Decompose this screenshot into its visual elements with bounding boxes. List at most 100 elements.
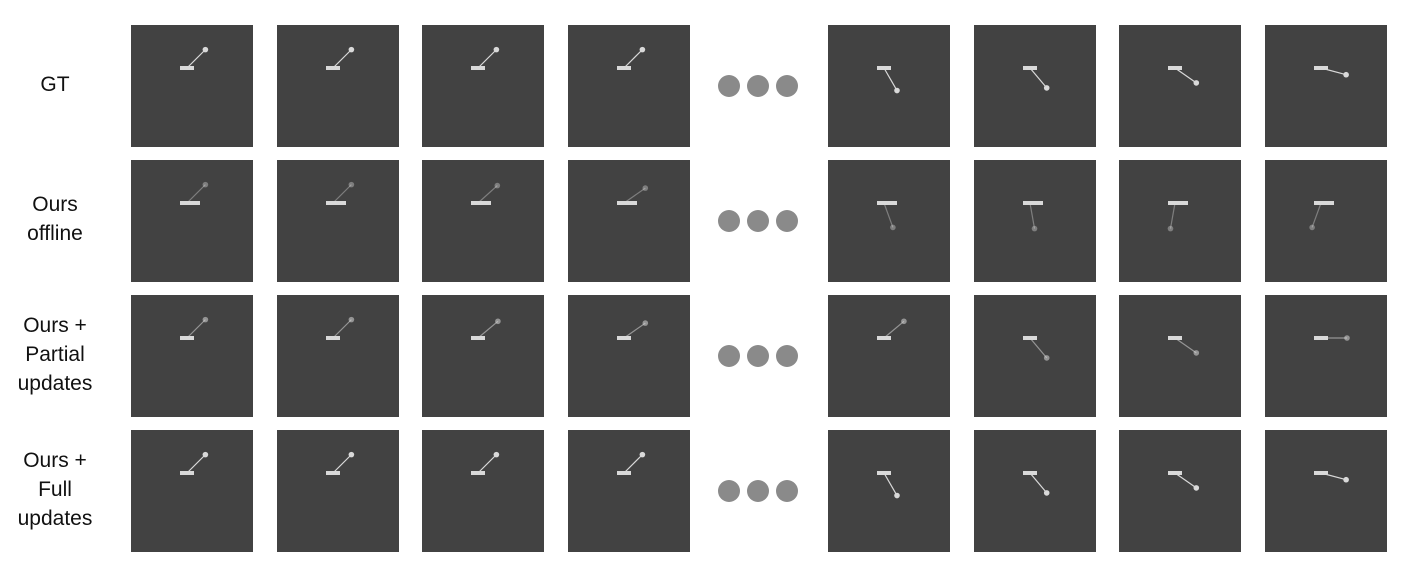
ellipsis-dot — [747, 75, 769, 97]
pendulum-drawing — [617, 320, 649, 340]
pendulum-arm — [186, 319, 206, 339]
pendulum-bob — [1193, 80, 1200, 86]
pendulum-arm — [623, 187, 646, 204]
pendulum-bob — [202, 46, 209, 53]
pendulum-arm — [477, 320, 499, 339]
ellipsis-dot — [776, 480, 798, 502]
pendulum-drawing — [1023, 201, 1043, 232]
frame-partial-8 — [1265, 295, 1387, 417]
cart-bar — [1168, 201, 1188, 205]
pendulum-bob — [1031, 225, 1038, 232]
row-label-line: GT — [40, 72, 70, 96]
frame-partial-1 — [131, 295, 253, 417]
ellipsis-full — [718, 480, 798, 502]
pendulum-bob — [202, 316, 209, 323]
ellipsis-dot — [718, 345, 740, 367]
pendulum-arm — [883, 472, 898, 496]
pendulum-drawing — [877, 471, 900, 499]
cart-bar — [1314, 201, 1334, 205]
pendulum-arm — [883, 320, 905, 339]
frame-gt-8 — [1265, 25, 1387, 147]
pendulum-drawing — [326, 46, 355, 70]
pendulum-arm — [332, 454, 352, 474]
pendulum-bob — [1309, 224, 1315, 231]
pendulum-drawing — [180, 181, 209, 205]
pendulum-bob — [202, 181, 209, 188]
pendulum-arm — [883, 202, 894, 228]
ellipsis-dot — [776, 345, 798, 367]
row-label-line: updates — [17, 506, 93, 530]
pendulum-arm — [1174, 472, 1197, 489]
pendulum-arm — [1029, 472, 1048, 494]
pendulum-bob — [348, 181, 355, 188]
frame-full-1 — [131, 430, 253, 552]
pendulum-drawing — [326, 316, 355, 340]
pendulum-arm — [477, 185, 498, 204]
row-label-line: updates — [17, 371, 93, 395]
frame-full-3 — [422, 430, 544, 552]
ellipsis-partial — [718, 345, 798, 367]
pendulum-arm — [1311, 202, 1322, 228]
pendulum-arm — [623, 454, 643, 474]
pendulum-arm — [186, 454, 206, 474]
frame-full-7 — [1119, 430, 1241, 552]
pendulum-drawing — [326, 451, 355, 475]
pendulum-drawing — [617, 185, 649, 205]
frame-gt-6 — [974, 25, 1096, 147]
frame-offline-7 — [1119, 160, 1241, 282]
pendulum-drawing — [326, 181, 355, 205]
pendulum-arm — [1029, 202, 1036, 229]
pendulum-bob — [894, 492, 900, 499]
frame-gt-1 — [131, 25, 253, 147]
frame-partial-4 — [568, 295, 690, 417]
frame-partial-2 — [277, 295, 399, 417]
cart-bar — [1023, 201, 1043, 205]
frame-offline-4 — [568, 160, 690, 282]
frame-full-4 — [568, 430, 690, 552]
pendulum-arm — [1320, 472, 1347, 481]
pendulum-bob — [493, 46, 500, 53]
row-label-partial: Ours + Partial updates — [0, 311, 110, 398]
pendulum-bob — [1043, 355, 1050, 361]
ellipsis-dot — [718, 480, 740, 502]
pendulum-bob — [202, 451, 209, 458]
cart-bar — [617, 201, 637, 205]
pendulum-bob — [1343, 476, 1349, 483]
pendulum-drawing — [1314, 471, 1349, 483]
cart-bar — [326, 201, 346, 205]
ellipsis-dot — [747, 210, 769, 232]
pendulum-drawing — [180, 451, 209, 475]
row-label-line: Partial — [25, 342, 85, 366]
row-label-line: Ours + — [23, 313, 87, 337]
pendulum-bob — [1193, 350, 1200, 356]
pendulum-arm — [623, 322, 646, 339]
pendulum-bob — [1043, 490, 1050, 496]
frame-offline-3 — [422, 160, 544, 282]
frame-full-5 — [828, 430, 950, 552]
frame-offline-6 — [974, 160, 1096, 282]
cart-bar — [877, 201, 897, 205]
pendulum-bob — [494, 182, 501, 189]
pendulum-bob — [642, 320, 649, 326]
ellipsis-gt — [718, 75, 798, 97]
frame-gt-4 — [568, 25, 690, 147]
pendulum-bob — [890, 224, 896, 231]
frame-full-8 — [1265, 430, 1387, 552]
pendulum-drawing — [877, 66, 900, 94]
pendulum-drawing — [1309, 201, 1334, 231]
pendulum-bob — [348, 451, 355, 458]
pendulum-bob — [348, 316, 355, 323]
pendulum-drawing — [877, 201, 897, 231]
pendulum-arm — [332, 49, 352, 69]
pendulum-arm — [1169, 202, 1176, 229]
pendulum-bob — [894, 87, 900, 94]
pendulum-arm — [883, 67, 898, 91]
pendulum-bob — [1344, 335, 1350, 341]
row-label-line: offline — [27, 222, 83, 245]
pendulum-drawing — [1168, 336, 1200, 356]
pendulum-bob — [642, 185, 649, 191]
pendulum-arm — [477, 454, 497, 474]
pendulum-arm — [332, 319, 352, 339]
ellipsis-offline — [718, 210, 798, 232]
